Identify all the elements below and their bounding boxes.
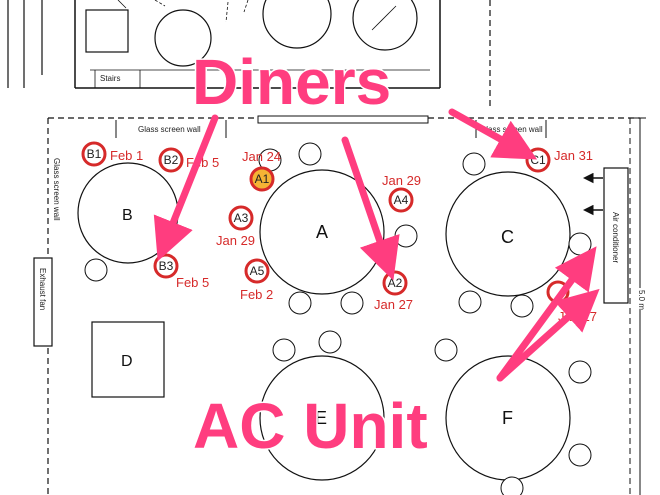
svg-text:C: C [501, 227, 514, 247]
diner-b2: B2 Feb 5 [158, 147, 219, 173]
table-b: B [77, 162, 179, 282]
svg-text:A: A [316, 222, 328, 242]
svg-text:A1: A1 [255, 172, 270, 186]
diner-c1: C1 Jan 31 [525, 147, 593, 173]
svg-text:A3: A3 [234, 211, 249, 225]
svg-text:F: F [502, 408, 513, 428]
glass-screen-wall-top: Glass screen wall [115, 115, 429, 138]
svg-text:B1: B1 [87, 147, 102, 161]
svg-text:B2: B2 [164, 153, 179, 167]
callout-diners: Diners [192, 46, 391, 118]
svg-text:B3: B3 [159, 259, 174, 273]
svg-text:Glass screen wall: Glass screen wall [138, 125, 201, 134]
diner-a3: A3 Jan 29 [216, 205, 255, 248]
svg-text:Feb 5: Feb 5 [176, 275, 209, 290]
diner-b1: B1 Feb 1 [81, 141, 143, 167]
air-conditioner: Air conditioner [583, 167, 629, 304]
diner-a2: A2 Jan 27 [374, 270, 413, 312]
svg-text:E: E [315, 408, 327, 428]
svg-text:Jan 29: Jan 29 [382, 173, 421, 188]
svg-text:Glass screen wall: Glass screen wall [52, 158, 61, 221]
svg-text:Jan 31: Jan 31 [554, 148, 593, 163]
callout-ac-unit: AC Unit [193, 390, 428, 462]
svg-text:Air conditioner: Air conditioner [611, 212, 620, 263]
svg-text:Jan 29: Jan 29 [216, 233, 255, 248]
svg-text:Exhaust fan: Exhaust fan [38, 268, 47, 310]
svg-text:D: D [121, 353, 133, 370]
svg-text:C1: C1 [530, 153, 546, 167]
upper-room: Stairs [7, 0, 441, 89]
table-e: E [259, 330, 385, 481]
table-c: C [445, 152, 592, 318]
diner-a4: A4 Jan 29 [382, 173, 421, 213]
svg-text:Jan 24: Jan 24 [242, 149, 281, 164]
stairs-label: Stairs [100, 74, 120, 83]
svg-text:A5: A5 [250, 264, 265, 278]
diner-a5: A5 Feb 2 [240, 258, 273, 302]
exhaust-fan: Exhaust fan [33, 257, 53, 347]
diner-a1: A1 Jan 24 [242, 149, 281, 192]
svg-text:5.0 m: 5.0 m [637, 290, 646, 310]
svg-text:B: B [122, 207, 133, 224]
table-d: D [91, 321, 165, 398]
table-a: A [258, 142, 418, 315]
svg-text:Jan 27: Jan 27 [374, 297, 413, 312]
diner-b3: B3 Feb 5 [153, 253, 209, 290]
dimension-line: 5.0 m [634, 117, 648, 495]
svg-text:A2: A2 [388, 276, 403, 290]
table-f: F [434, 338, 592, 495]
svg-text:A4: A4 [394, 193, 409, 207]
glass-screen-wall-left: Glass screen wall [52, 158, 61, 221]
callout-arrows [153, 108, 600, 382]
svg-text:Feb 1: Feb 1 [110, 148, 143, 163]
svg-text:Feb 2: Feb 2 [240, 287, 273, 302]
